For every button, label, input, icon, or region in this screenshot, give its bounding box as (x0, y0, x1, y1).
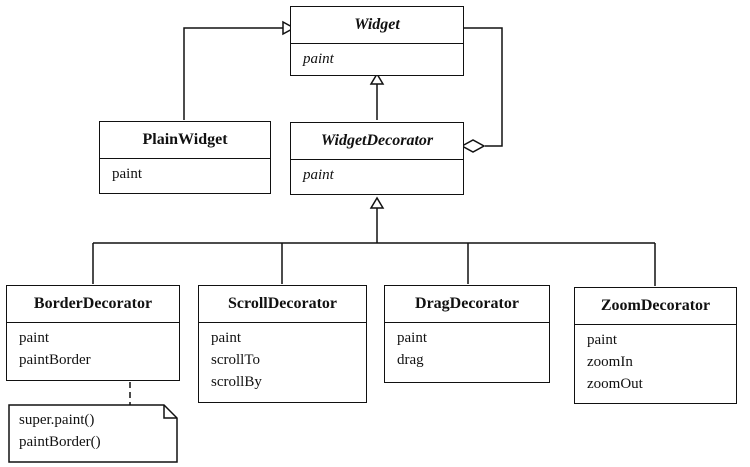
operation: zoomIn (587, 354, 633, 370)
class-name: ScrollDecorator (199, 286, 366, 323)
aggregation-diamond (460, 139, 486, 153)
plainwidget-inheritance-line (183, 27, 283, 120)
class-operations: paint drag (385, 323, 549, 371)
aggregation-line (463, 27, 503, 147)
class-name: BorderDecorator (7, 286, 179, 323)
operation: scrollTo (211, 352, 260, 368)
operation: scrollBy (211, 374, 262, 390)
scroll-decorator-class: ScrollDecorator paint scrollTo scrollBy (198, 285, 367, 403)
class-operations: paint (291, 44, 463, 70)
operation: drag (397, 352, 424, 368)
inheritance-arrowhead (282, 20, 296, 36)
class-operations: paint zoomIn zoomOut (575, 325, 736, 395)
implementation-note: super.paint() paintBorder() (9, 405, 177, 462)
note-line: super.paint() (19, 412, 95, 428)
zoom-decorator-class: ZoomDecorator paint zoomIn zoomOut (574, 287, 737, 404)
inheritance-arrowhead (369, 72, 385, 85)
class-operations: paint paintBorder (7, 323, 179, 371)
operation: zoomOut (587, 376, 643, 392)
class-name: WidgetDecorator (291, 123, 463, 160)
class-name: PlainWidget (100, 122, 270, 159)
class-operations: paint (100, 159, 270, 185)
inheritance-arrowhead (369, 196, 385, 209)
operation: paint (303, 167, 334, 183)
drag-decorator-class: DragDecorator paint drag (384, 285, 550, 383)
operation: paint (211, 330, 241, 346)
class-name: Widget (291, 7, 463, 44)
operation: paint (19, 330, 49, 346)
class-name: DragDecorator (385, 286, 549, 323)
plain-widget-class: PlainWidget paint (99, 121, 271, 194)
operation: paintBorder (19, 352, 91, 368)
note-fold (163, 405, 177, 419)
class-operations: paint scrollTo scrollBy (199, 323, 366, 393)
widget-class: Widget paint (290, 6, 464, 76)
note-line: paintBorder() (19, 434, 101, 450)
class-name: ZoomDecorator (575, 288, 736, 325)
operation: paint (397, 330, 427, 346)
operation: paint (112, 166, 142, 182)
operation: paint (303, 51, 334, 67)
widget-decorator-class: WidgetDecorator paint (290, 122, 464, 195)
border-decorator-class: BorderDecorator paint paintBorder (6, 285, 180, 381)
operation: paint (587, 332, 617, 348)
note-shape (8, 404, 178, 463)
class-operations: paint (291, 160, 463, 186)
